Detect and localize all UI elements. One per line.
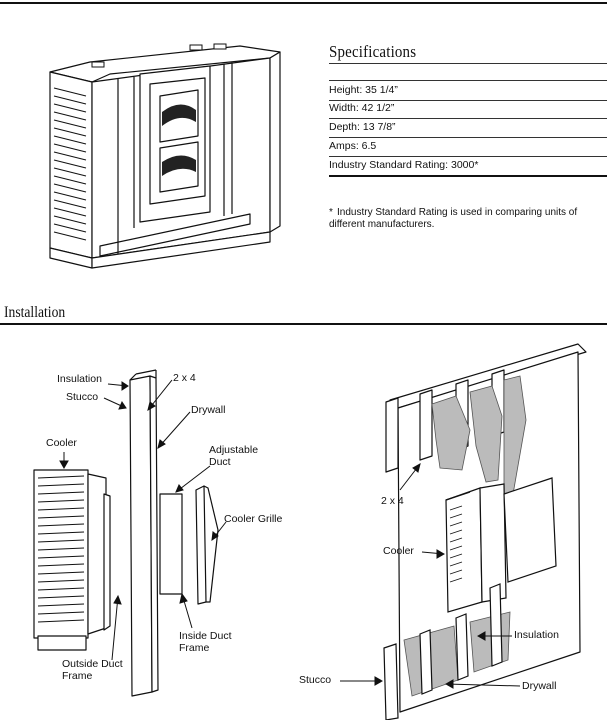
label-insulation-left: Insulation bbox=[57, 373, 102, 385]
top-rule bbox=[0, 2, 607, 4]
label-2x4-left: 2 x 4 bbox=[173, 372, 196, 384]
label-cooler-left: Cooler bbox=[46, 437, 77, 449]
cooler-product-illustration bbox=[49, 43, 281, 269]
installation-title: Installation bbox=[4, 304, 66, 321]
specs-title-underline bbox=[329, 63, 607, 64]
label-cooler-grille: Cooler Grille bbox=[224, 513, 283, 525]
label-cooler-right: Cooler bbox=[383, 545, 414, 557]
label-inside-duct-frame: Inside Duct Frame bbox=[179, 630, 232, 654]
label-outside-duct-frame: Outside Duct Frame bbox=[62, 658, 123, 682]
spec-row-depth: Depth: 13 7/8” bbox=[329, 118, 607, 138]
label-drywall-left: Drywall bbox=[191, 404, 226, 416]
label-insulation-right: Insulation bbox=[514, 629, 559, 641]
section-rule bbox=[0, 323, 607, 325]
spec-row-amps: Amps: 6.5 bbox=[329, 137, 607, 157]
footnote-star: * bbox=[329, 207, 333, 218]
footnote-text: Industry Standard Rating is used in comp… bbox=[329, 207, 578, 230]
label-stucco-left: Stucco bbox=[66, 391, 99, 403]
spec-row-width: Width: 42 1/2” bbox=[329, 99, 607, 119]
specifications-title: Specifications bbox=[329, 42, 417, 61]
label-drywall-right: Drywall bbox=[522, 680, 557, 692]
spec-row-height: Height: 35 1/4” bbox=[329, 80, 607, 101]
label-stucco-right: Stucco bbox=[299, 674, 332, 686]
rating-footnote: *Industry Standard Rating is used in com… bbox=[329, 207, 599, 231]
spec-row-rating: Industry Standard Rating: 3000* bbox=[329, 156, 607, 177]
label-adjustable-duct: Adjustable Duct bbox=[209, 444, 259, 468]
label-2x4-right: 2 x 4 bbox=[381, 495, 404, 507]
